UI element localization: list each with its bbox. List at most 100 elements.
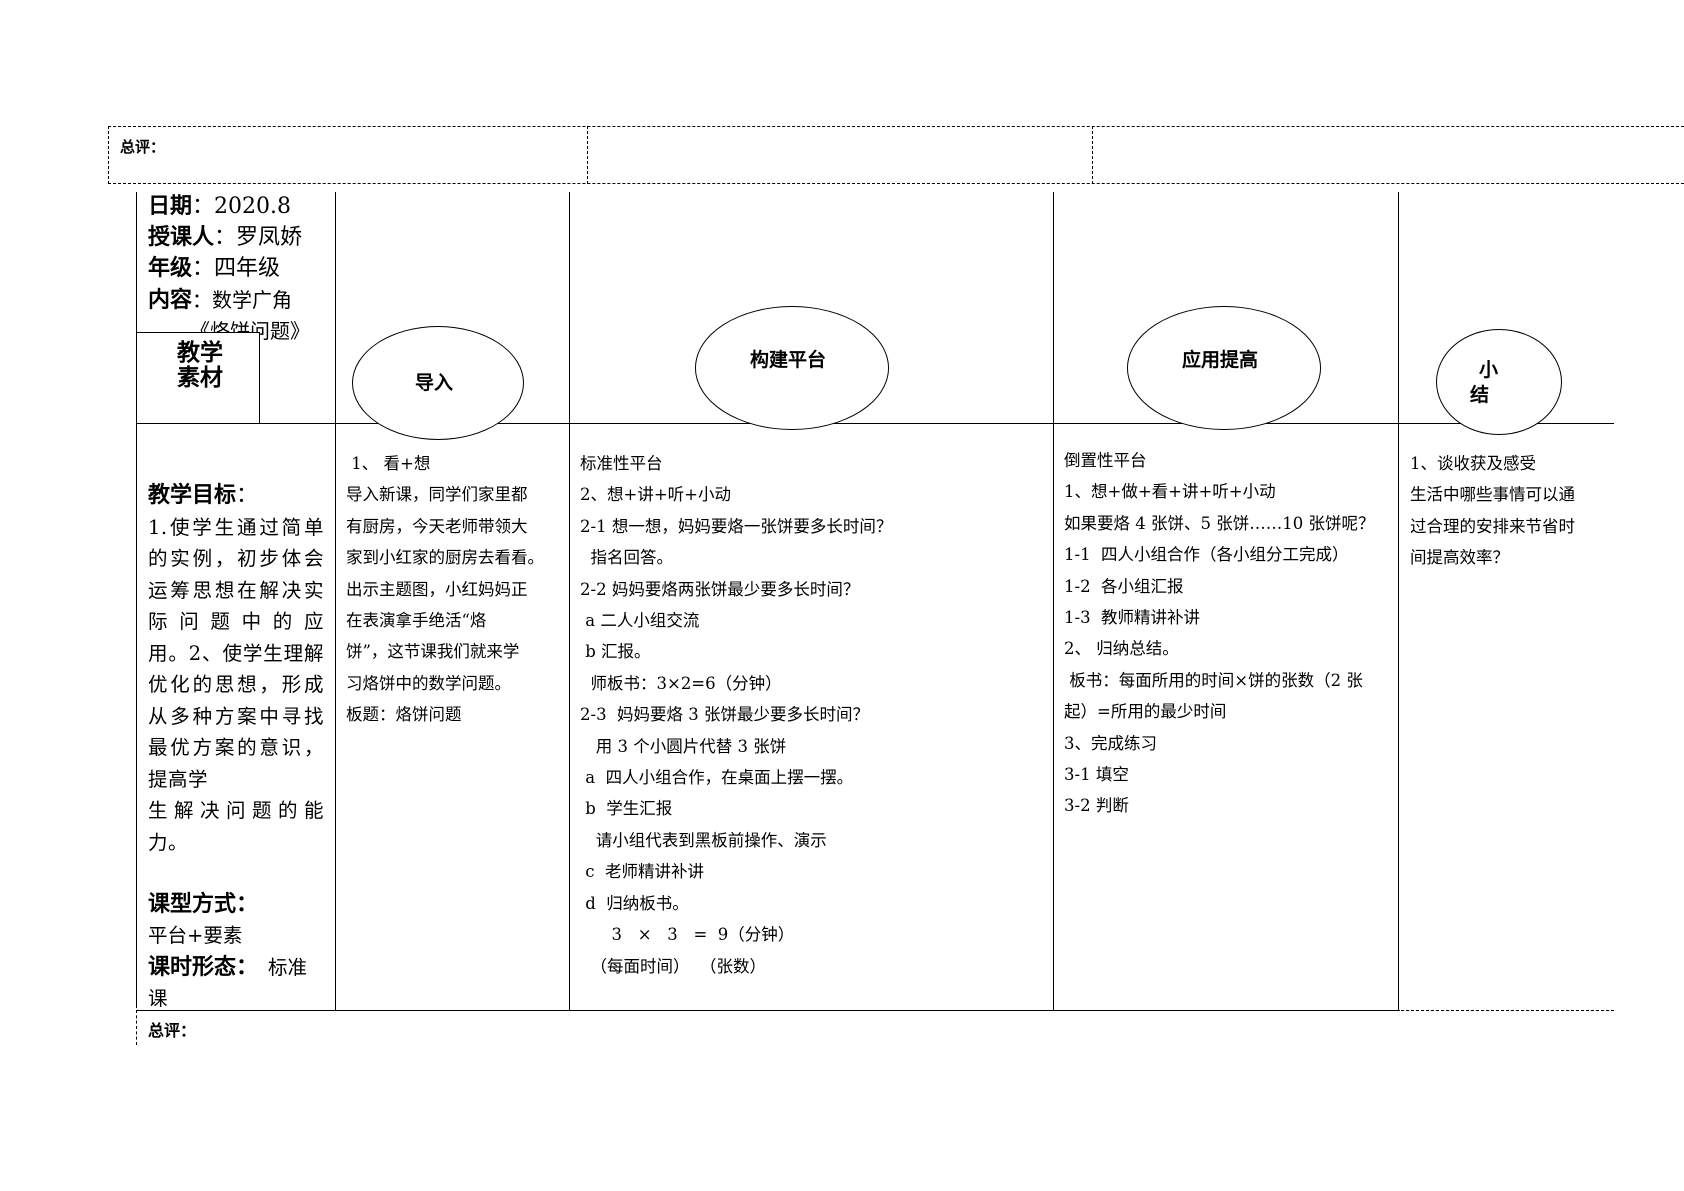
teacher-value: ：罗凤娇 [214,225,303,250]
goal-line-5: 用。2、使学生理解 [148,642,324,665]
apply-line: 1-1 四人小组合作（各小组分工完成） [1064,545,1349,565]
stage-intro-ellipse [352,326,524,440]
goal-line-9: 提高学 [148,768,209,791]
goal-line-6: 优化的思想，形成 [148,673,324,696]
type-heading: 课型方式： [148,889,258,921]
intro-line: 饼”，这节课我们就来学 [346,642,520,662]
content-value: ：数学广角 [192,288,293,312]
header-row-line [136,423,1614,424]
stage-intro-label: 导入 [415,372,454,394]
goal-line-3: 运筹思想在解决实 [148,579,324,602]
apply-line: 2、 归纳总结。 [1064,639,1179,659]
build-line: 3 × 3 = 9（分钟） [580,925,795,945]
summary-line: 间提高效率？ [1410,548,1509,568]
top-review-divider-2 [1092,126,1093,184]
date-line: 日期：2020.8 [148,191,291,223]
build-line: a 二人小组交流 [580,611,700,631]
grade-label: 年级 [148,256,193,281]
build-line: 2-3 妈妈要烙 3 张饼最少要多长时间？ [580,705,870,725]
build-line: d 归纳板书。 [580,893,689,913]
col-divider-apply [1053,192,1054,1010]
top-review-left-border [108,126,109,184]
goal-line-4: 际问题中的应 [148,610,324,633]
goals-heading-text: 教学目标 [148,483,237,508]
content-label: 内容 [148,288,193,313]
bottom-review-dashed-line [136,1010,1614,1011]
summary-line: 生活中哪些事情可以通 [1410,485,1575,505]
col-divider-build [569,192,570,1010]
grade-line: 年级：四年级 [148,253,280,285]
form-value-2: 课 [148,987,168,1010]
goal-line-1: 1.使学生通过简单 [148,516,324,539]
intro-line: 有厨房，今天老师带领大 [346,516,528,536]
material-box-line-1: 教学 [177,340,223,366]
teaching-material-box: 教学 素材 [136,332,260,424]
grade-value: ：四年级 [192,256,281,281]
build-line: 2-2 妈妈要烙两张饼最少要多长时间？ [580,579,860,599]
top-review-label: 总评： [120,138,166,156]
apply-line: 3、完成练习 [1064,733,1157,753]
stage-apply-label: 应用提高 [1182,349,1259,371]
bottom-review-label: 总评： [148,1021,197,1040]
goal-line-10: 生解决问题的能 [148,799,324,822]
apply-line: 1、想+做+看+讲+听+小动 [1064,482,1276,502]
material-box-line-2: 素材 [177,365,223,391]
build-line: 2、想+讲+听+小动 [580,485,731,505]
summary-line: 过合理的安排来节省时 [1410,516,1575,536]
apply-column: 倒置性平台 1、想+做+看+讲+听+小动如果要烙 4 张饼、5 张饼……10 张饼… [1064,445,1374,822]
stage-apply-ellipse [1127,306,1321,430]
apply-line: 1-3 教师精讲补讲 [1064,608,1201,628]
build-line: 请小组代表到黑板前操作、演示 [580,830,827,850]
teacher-label: 授课人 [148,225,215,250]
date-value: ：2020.8 [192,194,291,219]
stage-summary-ellipse [1436,329,1562,435]
col-divider-intro [335,192,336,1010]
col-divider-summary [1398,192,1399,1010]
top-review-bottom-border [108,183,1684,184]
goal-line-7: 从多种方案中寻找 [148,705,324,728]
goals-heading: 教学目标： [148,480,258,512]
build-line: a 四人小组合作，在桌面上摆一摆。 [580,768,854,788]
summary-line: 1、谈收获及感受 [1410,454,1536,473]
intro-line: 习烙饼中的数学问题。 [346,673,511,693]
table-left-border [136,192,137,1008]
stage-summary-label-2: 结 [1470,384,1490,406]
stage-build-ellipse [695,306,889,430]
apply-line: 起）=所用的最少时间 [1064,702,1227,722]
build-line: b 汇报。 [580,642,651,662]
build-line: 标准性平台 [580,454,663,473]
build-line: 师板书：3×2=6（分钟） [580,673,782,693]
goals-heading-colon: ： [236,483,259,508]
teacher-line: 授课人：罗凤娇 [148,222,302,254]
stage-summary-label-1: 小 [1479,359,1499,381]
content-line: 内容：数学广角 [148,285,292,317]
intro-line: 出示主题图，小红妈妈正 [346,579,528,599]
build-line: （每面时间） （张数） [580,956,766,976]
goal-line-2: 的实例，初步体会 [148,547,324,570]
date-label: 日期 [148,194,193,219]
form-heading: 课时形态： [148,955,259,980]
apply-line: 如果要烙 4 张饼、5 张饼……10 张饼呢？ [1064,513,1375,533]
apply-line: 1-2 各小组汇报 [1064,576,1184,596]
intro-line: 1、 看+想 [346,454,431,473]
stage-build-label: 构建平台 [750,349,827,371]
apply-line: 3-2 判断 [1064,796,1129,816]
bottom-review-left-border [136,1010,137,1045]
summary-column: 1、谈收获及感受生活中哪些事情可以通过合理的安排来节省时间提高效率？ [1410,448,1575,574]
type-value: 平台+要素 [148,924,243,947]
form-value-1: 标准 [268,956,308,979]
intro-line: 板题：烙饼问题 [346,705,462,725]
top-review-divider-1 [587,126,588,184]
build-line: 2-1 想一想，妈妈要烙一张饼要多长时间？ [580,516,893,536]
goal-line-8: 最优方案的意识， [148,736,324,759]
apply-line: 板书：每面所用的时间×饼的张数（2 张 [1064,670,1363,690]
intro-column: 1、 看+想导入新课，同学们家里都有厨房，今天老师带领大家到小红家的厨房去看看。… [346,448,544,731]
goal-line-11: 力。 [148,831,189,854]
top-review-top-border [108,126,1684,127]
intro-line: 家到小红家的厨房去看看。 [346,548,544,568]
intro-line: 导入新课，同学们家里都 [346,485,528,505]
apply-line: 倒置性平台 [1064,451,1147,470]
apply-line: 3-1 填空 [1064,765,1129,785]
intro-line: 在表演拿手绝活“烙 [346,611,487,631]
